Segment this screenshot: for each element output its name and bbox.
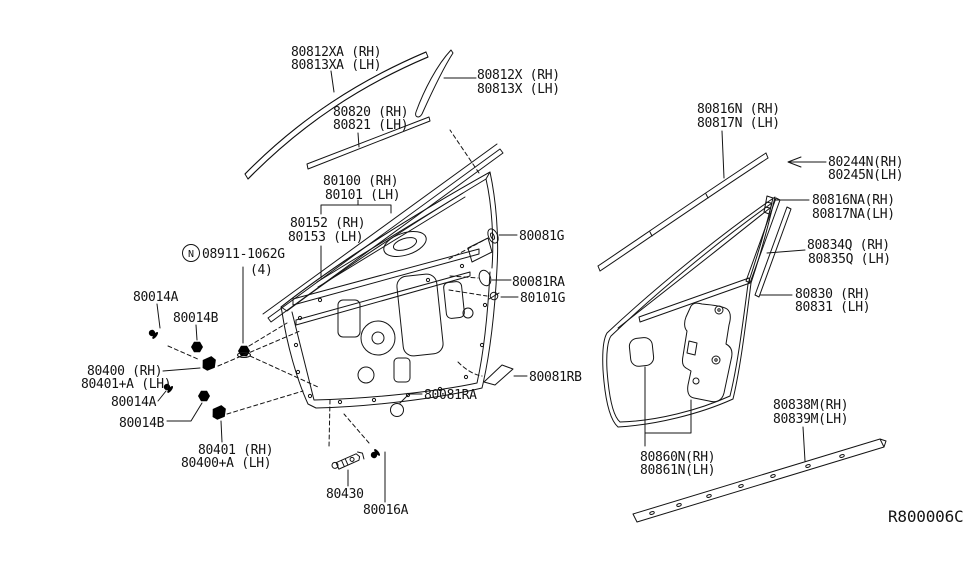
grommet-icon	[487, 228, 499, 244]
part-label[interactable]: 80812XA (RH)	[291, 45, 382, 60]
part-label[interactable]: 80400 (RH)	[87, 364, 163, 379]
part-label[interactable]: 80401 (RH)	[198, 443, 274, 458]
part-label[interactable]: 80813X (LH)	[477, 82, 560, 97]
callout-80401: 80401 (RH) 80400+A (LH)	[181, 443, 274, 471]
part-label[interactable]: 80081RA	[512, 275, 565, 290]
nut-icon	[198, 390, 210, 402]
bolt-icon	[146, 327, 168, 347]
belt-reinforcement-drawing	[262, 143, 504, 323]
callout-80101g: 80101G	[520, 291, 566, 306]
assembly-dashed-lines	[167, 129, 488, 448]
callout-80816na: 80816NA(RH) 80817NA(LH)	[812, 193, 895, 222]
callout-80014b-lower: 80014B	[119, 416, 165, 431]
callout-08911: N 08911-1062G (4)	[182, 244, 286, 278]
check-link-bolt-icon	[368, 441, 389, 461]
nut-icon	[191, 341, 203, 353]
part-label[interactable]: 80245N(LH)	[828, 168, 904, 183]
belt-molding-drawing	[306, 116, 431, 170]
part-label[interactable]: 80081G	[519, 229, 565, 244]
part-label[interactable]: 80152 (RH)	[290, 216, 366, 231]
callout-80014b-upper: 80014B	[173, 311, 219, 326]
callout-80430: 80430	[326, 487, 364, 502]
sealing-patch-icon	[483, 364, 514, 386]
part-label[interactable]: 80834Q (RH)	[807, 238, 890, 253]
door-panel-drawing	[280, 171, 499, 409]
part-label[interactable]: 80816NA(RH)	[812, 193, 895, 208]
part-label[interactable]: 80014B	[173, 311, 219, 326]
callout-80820: 80820 (RH) 80821 (LH)	[333, 105, 409, 133]
callout-80244n: 80244N(RH) 80245N(LH)	[828, 155, 904, 183]
n-symbol-letter: N	[188, 249, 194, 260]
callout-80014a-lower: 80014A	[111, 395, 157, 410]
part-label[interactable]: 80100 (RH)	[323, 174, 399, 189]
part-label[interactable]: 80817NA(LH)	[812, 207, 895, 222]
part-label[interactable]: 80830 (RH)	[795, 287, 871, 302]
callout-80016a: 80016A	[363, 503, 409, 518]
callout-80081g: 80081G	[519, 229, 565, 244]
part-label[interactable]: 80820 (RH)	[333, 105, 409, 120]
weatherstrip-door-drawing	[602, 196, 776, 428]
part-label[interactable]: 80016A	[363, 503, 409, 518]
part-label[interactable]: 80861N(LH)	[640, 463, 716, 478]
callout-80834q: 80834Q (RH) 80835Q (LH)	[807, 238, 891, 267]
part-label[interactable]: 80812X (RH)	[477, 68, 560, 83]
clip-arrow-icon	[787, 156, 827, 168]
part-label[interactable]: 80839M(LH)	[773, 412, 849, 427]
part-label[interactable]: 80401+A (LH)	[81, 377, 172, 392]
plug-oval-icon	[478, 269, 492, 287]
callout-80816n: 80816N (RH) 80817N (LH)	[697, 102, 780, 131]
part-qty: (4)	[250, 263, 273, 278]
part-label[interactable]: 80813XA (LH)	[291, 58, 382, 73]
callout-80081ra-side: 80081RA	[512, 275, 565, 290]
callout-80081ra-bottom: 80081RA	[424, 388, 477, 403]
plug-circle-icon	[390, 403, 404, 417]
part-label[interactable]: 80860N(RH)	[640, 450, 716, 465]
screw-grommet-icon	[488, 291, 500, 301]
hinge-icon	[211, 404, 227, 421]
part-label[interactable]: 80400+A (LH)	[181, 456, 272, 471]
insulator-pad-drawing	[628, 302, 733, 403]
callout-80812x: 80812X (RH) 80813X (LH)	[477, 68, 560, 97]
front-molding-drawing	[597, 152, 769, 272]
callout-80014a-upper: 80014A	[133, 290, 179, 305]
hinge-icon	[201, 355, 217, 372]
part-label[interactable]: 80014A	[133, 290, 179, 305]
callout-80812xa: 80812XA (RH) 80813XA (LH)	[291, 45, 382, 73]
callout-80152: 80152 (RH) 80153 (LH)	[288, 216, 366, 245]
part-label[interactable]: 80816N (RH)	[697, 102, 780, 117]
part-label[interactable]: 80817N (LH)	[697, 116, 780, 131]
glass-run-drawing	[244, 51, 429, 180]
part-label[interactable]: 80081RA	[424, 388, 477, 403]
check-link-icon	[331, 451, 365, 470]
part-label[interactable]: 80101 (LH)	[325, 188, 401, 203]
molding-end-clip-drawing	[763, 195, 774, 215]
callout-80860n: 80860N(RH) 80861N(LH)	[640, 450, 716, 478]
rear-sash-drawing	[745, 197, 792, 298]
part-label[interactable]: 80821 (LH)	[333, 118, 409, 133]
part-label[interactable]: 80153 (LH)	[288, 230, 364, 245]
lower-molding-drawing	[632, 438, 887, 523]
part-label[interactable]: 80081RB	[529, 370, 582, 385]
part-label[interactable]: 80101G	[520, 291, 566, 306]
part-label[interactable]: 80831 (LH)	[795, 300, 871, 315]
callout-80100: 80100 (RH) 80101 (LH)	[323, 174, 401, 203]
part-label[interactable]: 80838M(RH)	[773, 398, 849, 413]
part-label[interactable]: 80430	[326, 487, 364, 502]
part-label[interactable]: 80244N(RH)	[828, 155, 904, 170]
circled-n-symbol	[182, 244, 200, 262]
leader-lines	[156, 70, 810, 503]
callout-80081rb: 80081RB	[529, 370, 582, 385]
callout-80838m: 80838M(RH) 80839M(LH)	[773, 398, 849, 427]
part-label[interactable]: 80014A	[111, 395, 157, 410]
part-label[interactable]: 80835Q (LH)	[808, 252, 891, 267]
part-label[interactable]: 08911-1062G	[202, 247, 286, 262]
front-sash-drawing	[415, 49, 454, 118]
part-label[interactable]: 80014B	[119, 416, 165, 431]
callout-80830: 80830 (RH) 80831 (LH)	[795, 287, 871, 315]
callout-80400: 80400 (RH) 80401+A (LH)	[81, 364, 172, 392]
keps-nut-icon	[237, 345, 251, 358]
drawing-code: R800006C	[888, 507, 963, 526]
